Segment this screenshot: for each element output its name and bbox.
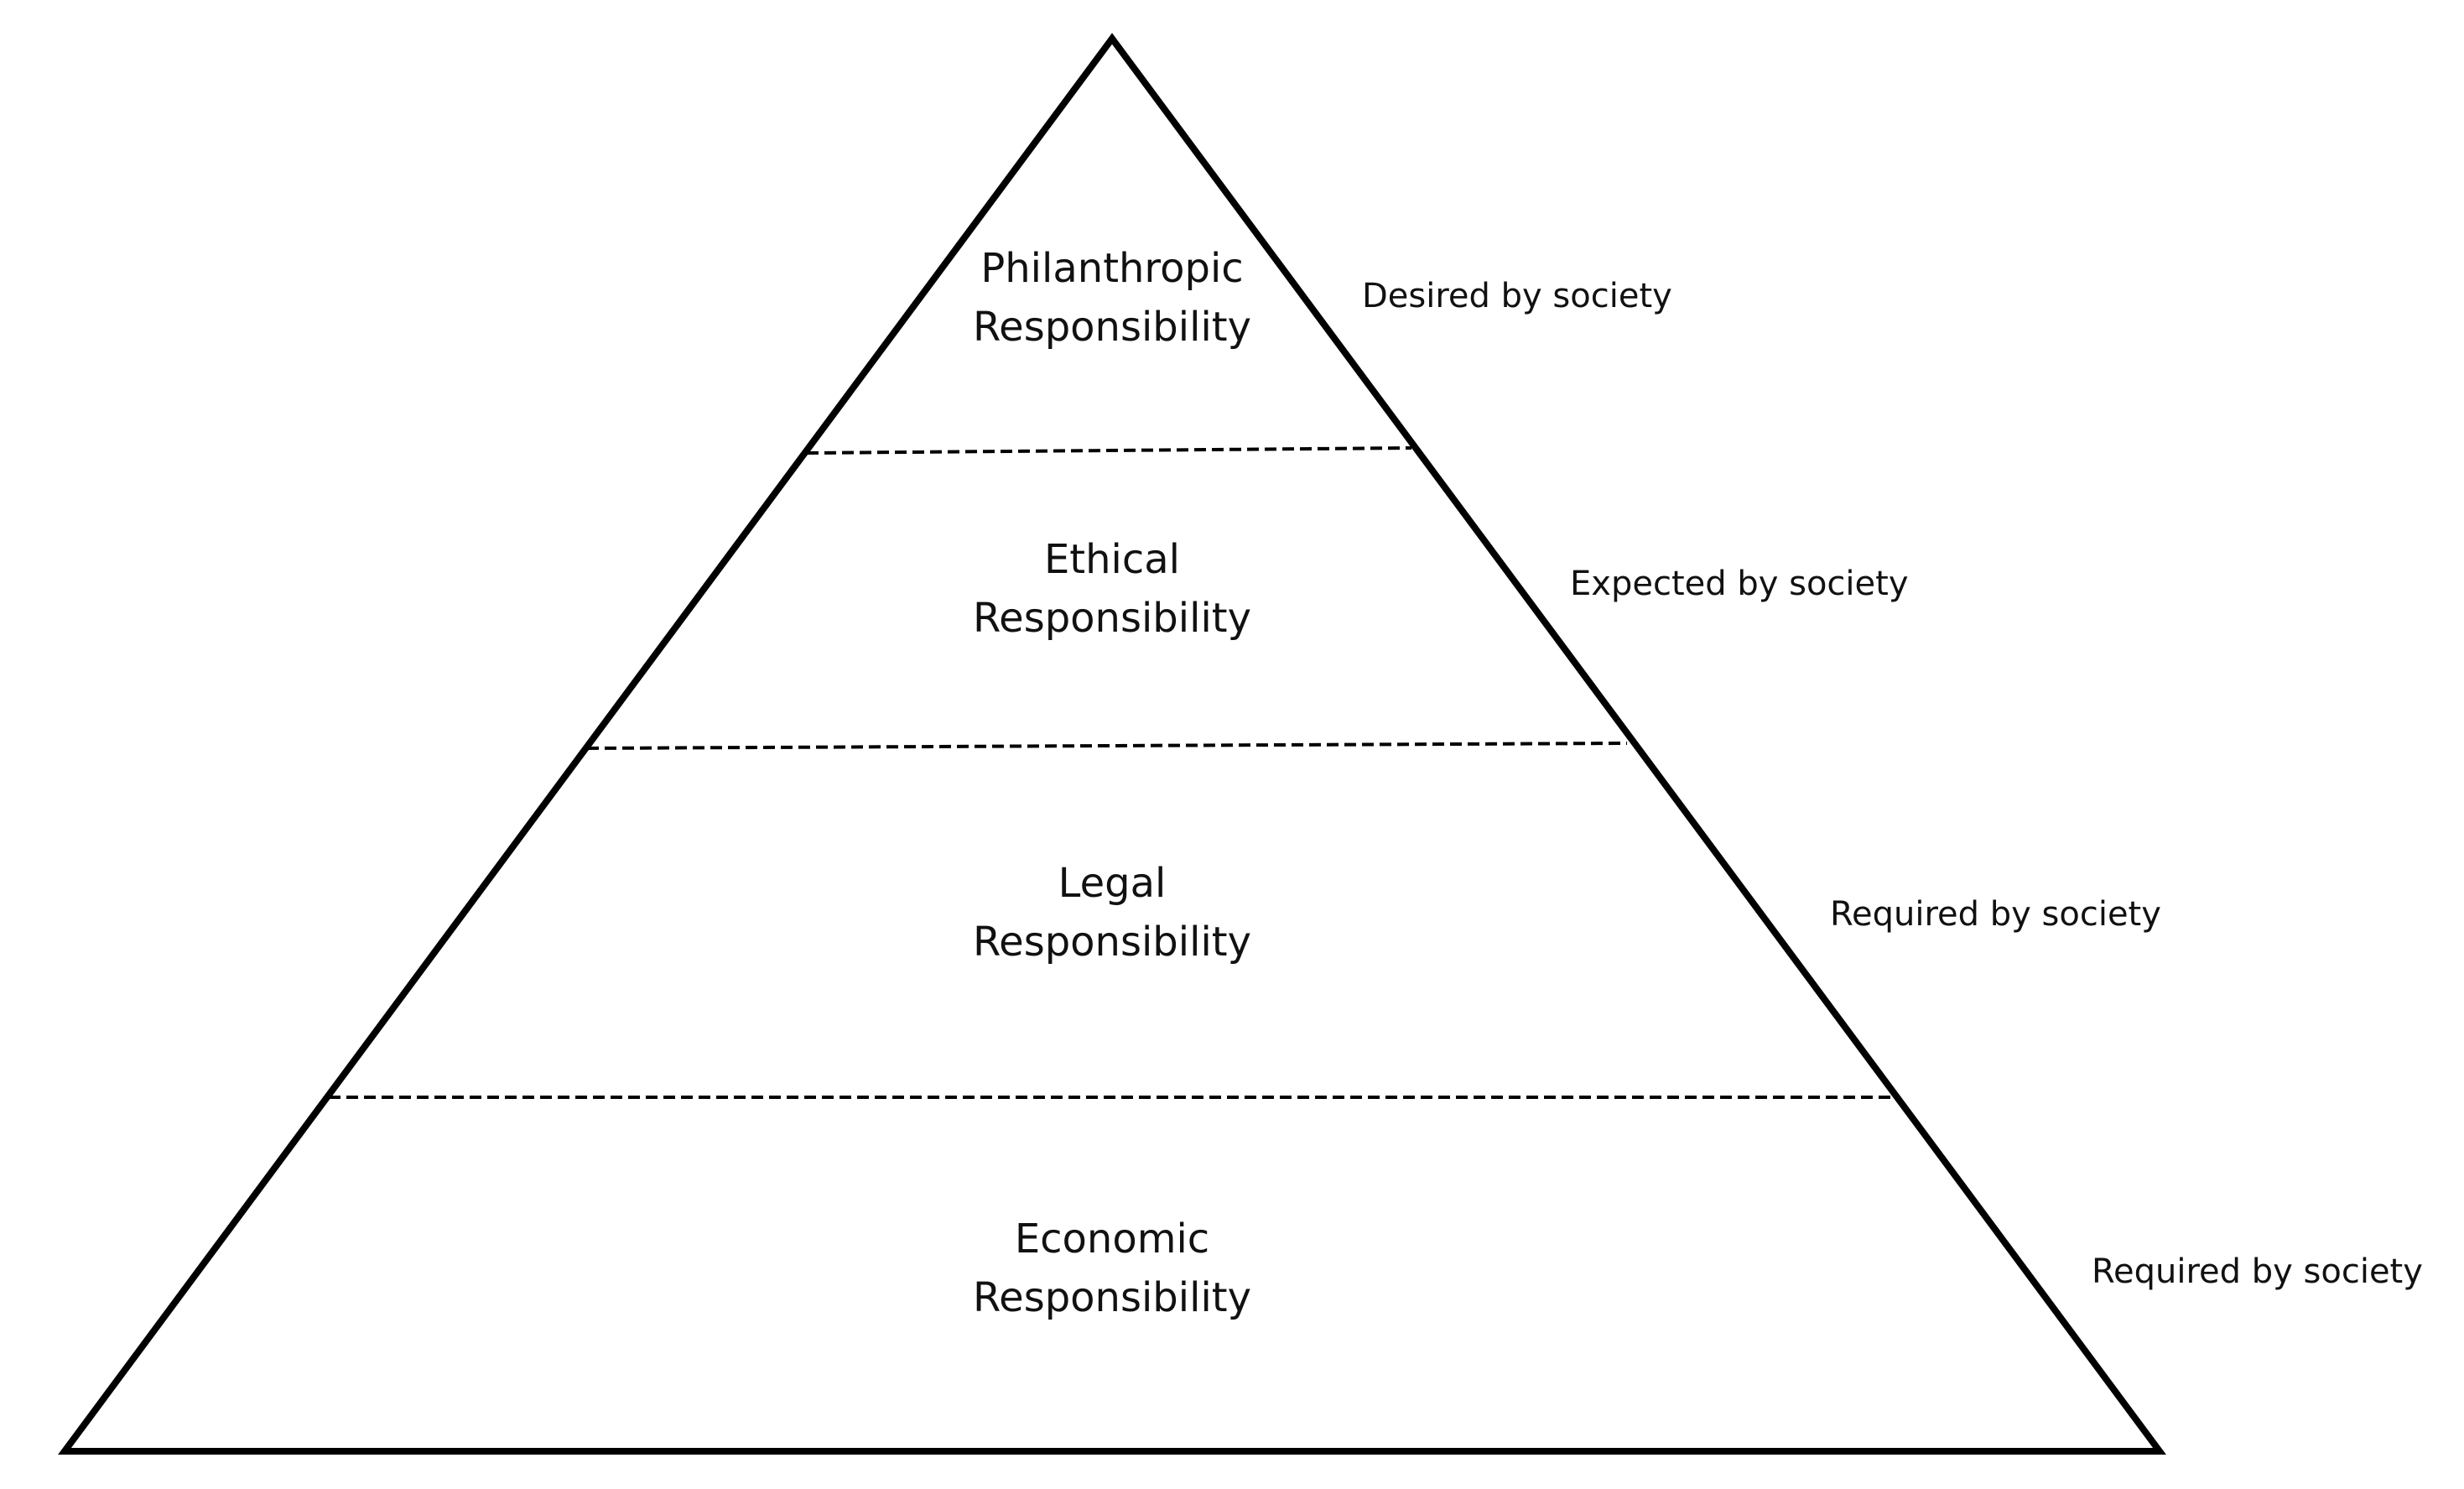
tier-economic-title: Economic (1015, 1216, 1209, 1263)
tier-ethical-side-label: Expected by society (1570, 565, 1909, 603)
tier-philanthropic-subtitle: Responsibility (973, 304, 1251, 351)
tier-economic-side-label: Required by society (2092, 1252, 2423, 1291)
tier-ethical-title: Ethical (1044, 536, 1180, 583)
tier-philanthropic-side-label: Desired by society (1362, 277, 1672, 315)
tier-economic-subtitle: Responsibility (973, 1274, 1251, 1321)
tier-ethical-subtitle: Responsibility (973, 595, 1251, 642)
tier-legal-side-label: Required by society (1830, 895, 2161, 934)
divider-philanthropic-ethical (806, 446, 1412, 455)
tier-philanthropic-title: Philanthropic (980, 245, 1243, 292)
tier-legal-title: Legal (1058, 860, 1167, 907)
pyramid-outline (58, 33, 2166, 1455)
divider-ethical-legal (586, 742, 1628, 750)
tier-legal-subtitle: Responsibility (973, 919, 1251, 966)
